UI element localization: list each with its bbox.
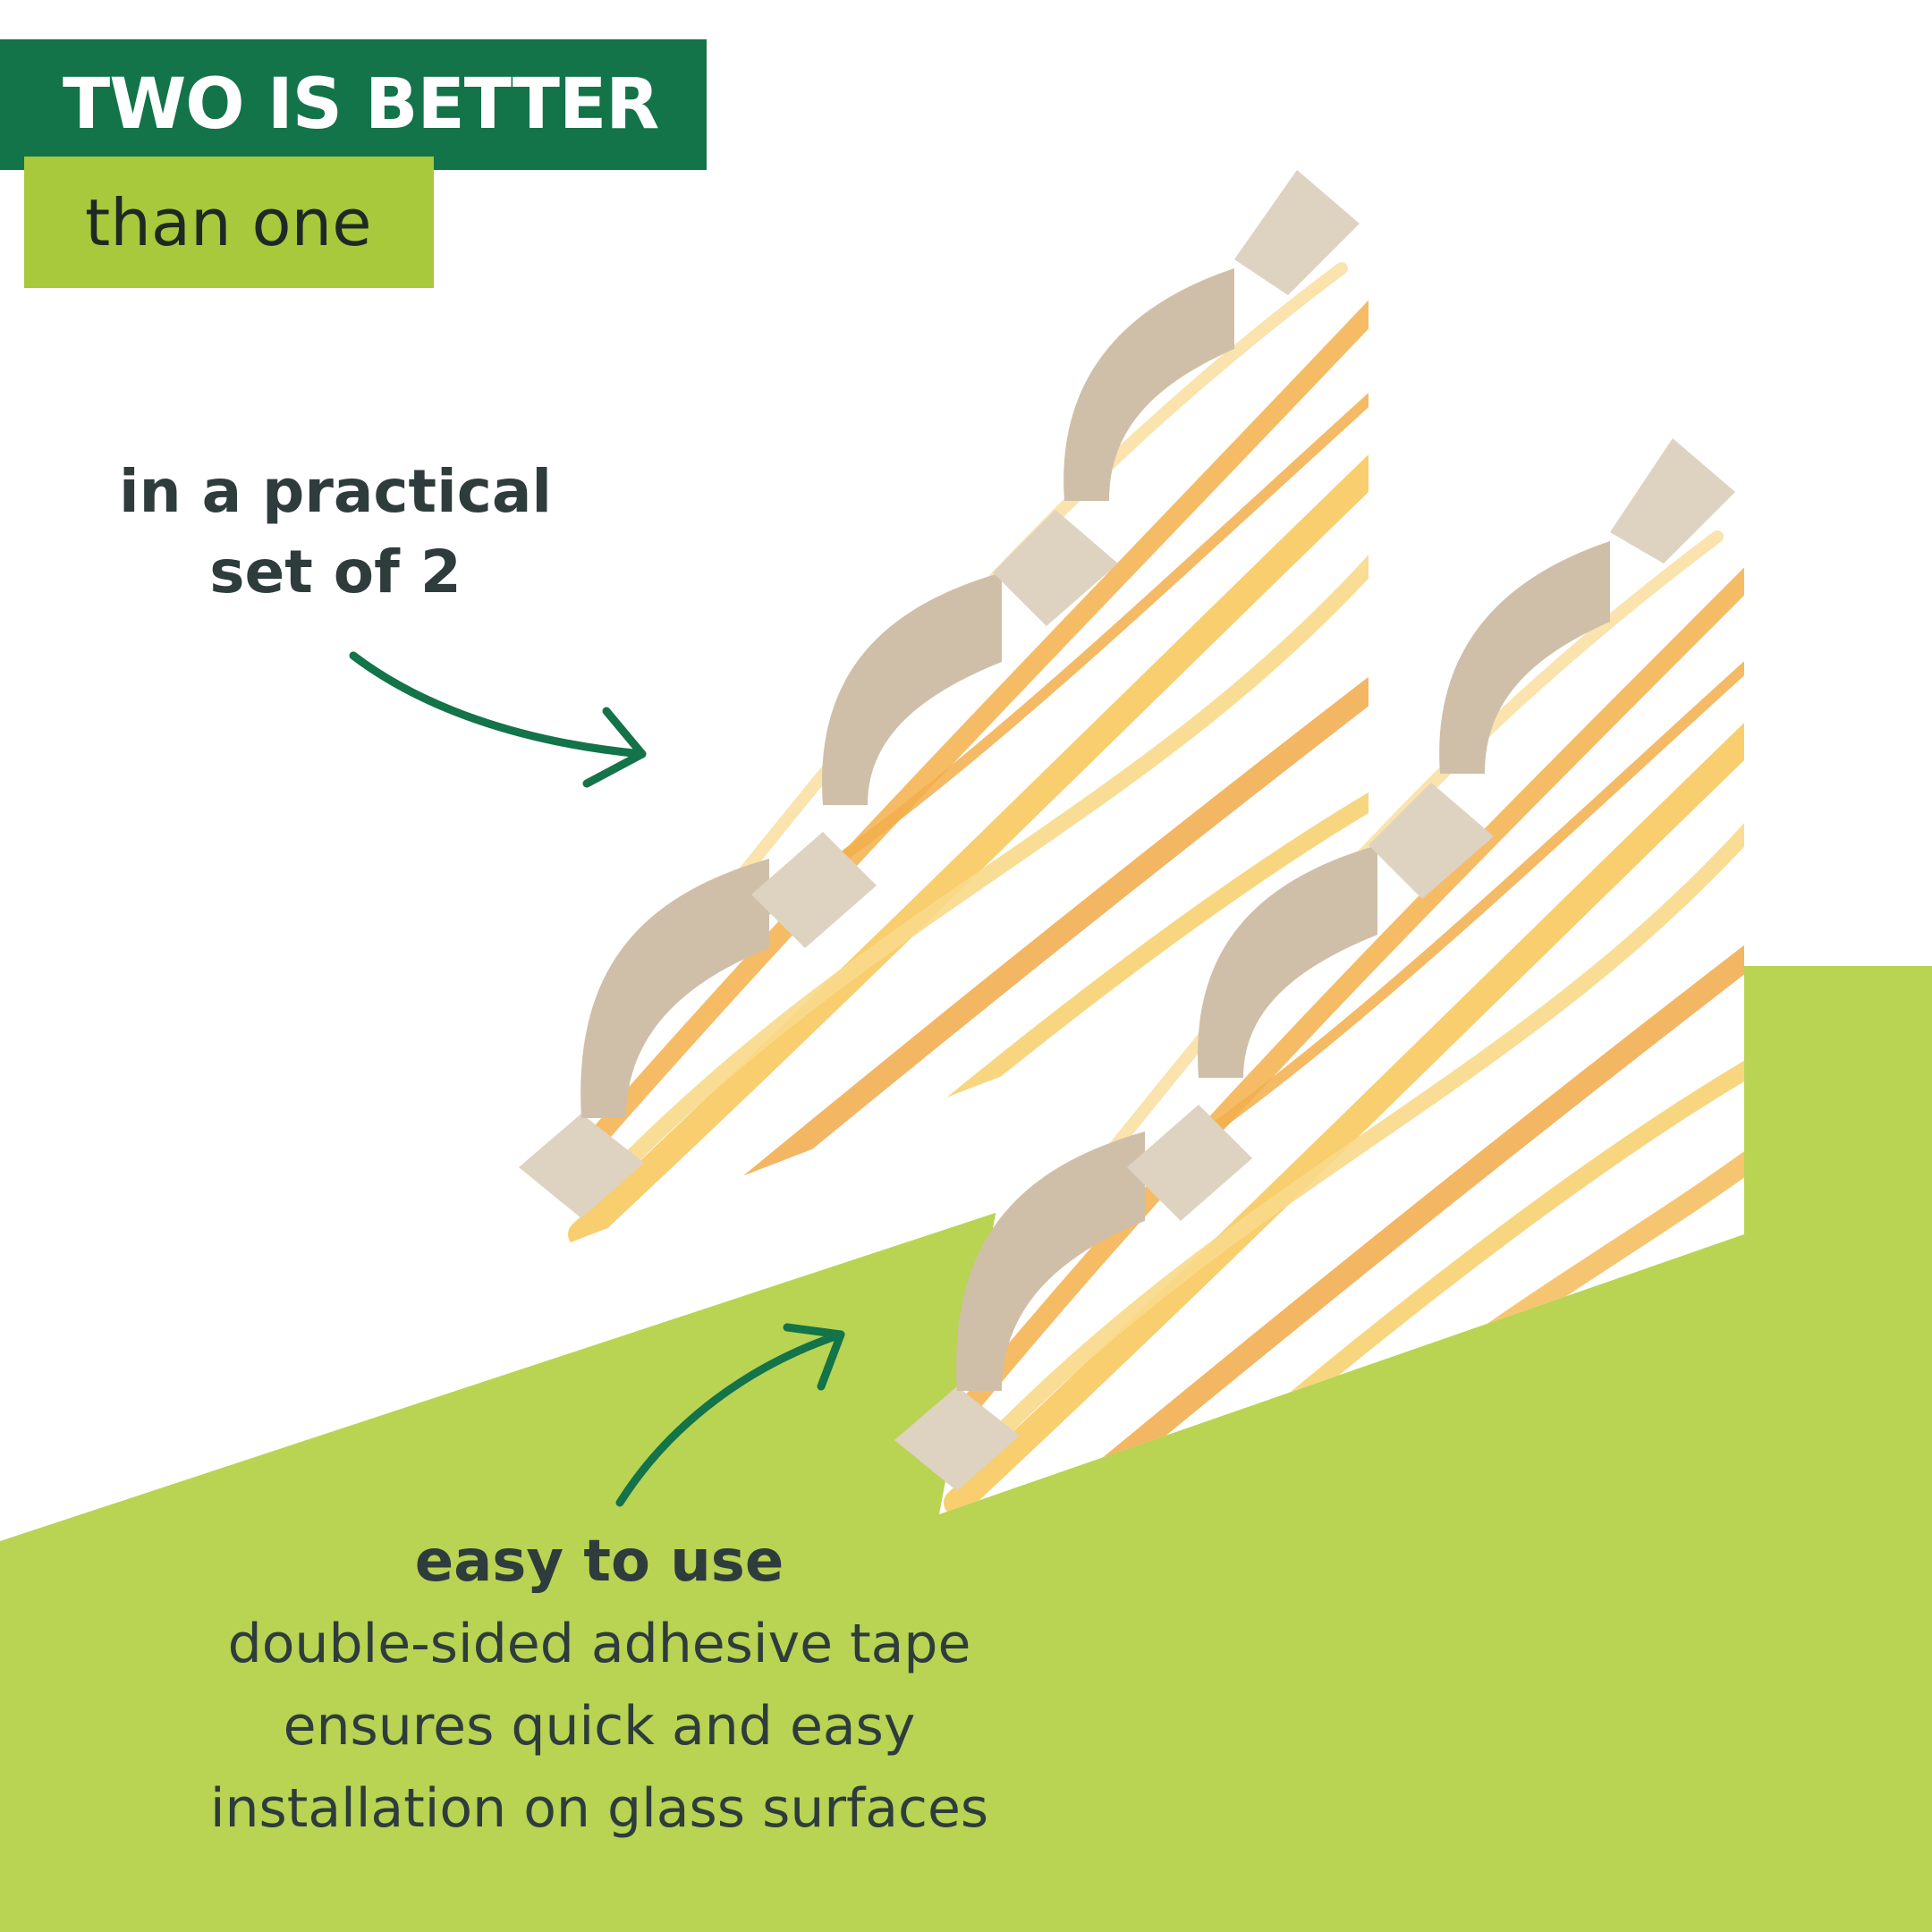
easy-to-use-callout: easy to use double-sided adhesive tape e… <box>72 1521 1127 1850</box>
ease-callout-line-1: double-sided adhesive tape <box>227 1613 971 1675</box>
set-callout-line-2: set of 2 <box>209 538 462 606</box>
ease-callout-line-3: installation on glass surfaces <box>209 1777 989 1840</box>
arrow-curved-up-icon <box>615 1323 845 1507</box>
ease-callout-line-2: ensures quick and easy <box>283 1695 916 1758</box>
headline-subtitle: than one <box>85 184 372 260</box>
headline-title: TWO IS BETTER <box>63 64 659 145</box>
headline-subbanner: than one <box>24 157 434 288</box>
corner-piece-right <box>894 431 1744 1514</box>
set-of-two-callout: in a practical set of 2 <box>54 452 617 613</box>
set-callout-line-1: in a practical <box>118 457 552 526</box>
arrow-curved-right-icon <box>349 651 647 788</box>
headline-banner: TWO IS BETTER <box>0 39 707 170</box>
ease-callout-title: easy to use <box>414 1529 784 1595</box>
